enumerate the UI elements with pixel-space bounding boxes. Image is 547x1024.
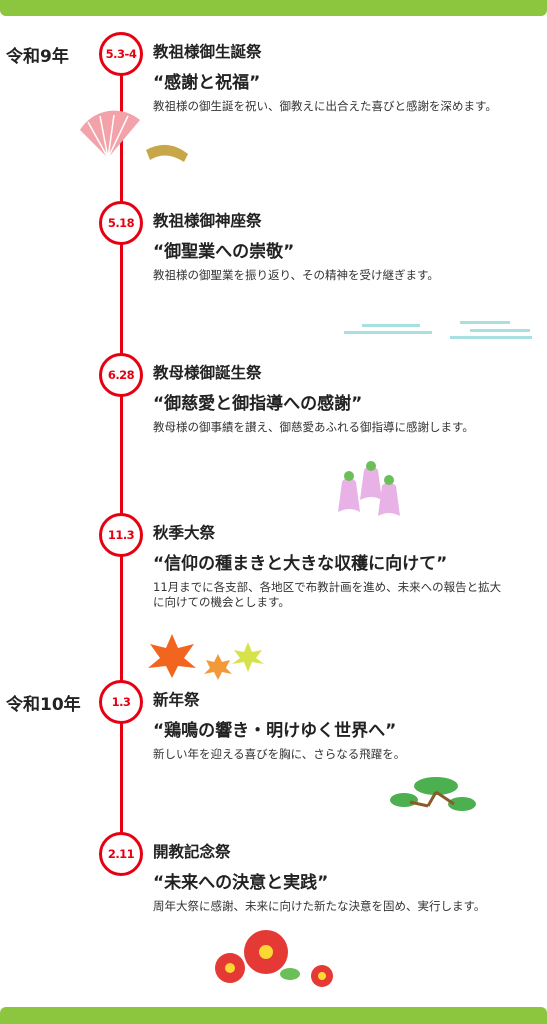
event-item: 教母様御誕生祭 “御慈愛と御指導への感謝” 教母様の御事績を讃え、御慈愛あふれる… [153, 362, 533, 435]
event-description: 教祖様の御聖業を振り返り、その精神を受け継ぎます。 [153, 268, 439, 282]
maple-leaves-icon [148, 634, 264, 680]
pine-tree-icon [390, 777, 476, 811]
date-circle: 11.3 [99, 513, 143, 557]
event-title: 開教記念祭 [153, 843, 231, 861]
event-item: 秋季大祭 “信仰の種まきと大きな収穫に向けて” 11月までに各支部、各地区で布教… [153, 522, 533, 610]
event-title: 教祖様御神座祭 [153, 212, 262, 230]
event-title: 教祖様御生誕祭 [153, 43, 262, 61]
date-circle: 1.3 [99, 680, 143, 724]
year-label-r10: 令和10年 [6, 695, 81, 715]
event-subtitle: “御慈愛と御指導への感謝” [153, 394, 363, 414]
event-item: 教祖様御生誕祭 “感謝と祝福” 教祖様の御生誕を祝い、御教えに出合えた喜びと感謝… [153, 41, 533, 114]
date-circle: 5.3-4 [99, 32, 143, 76]
folding-fan-icon [80, 110, 188, 162]
event-description: 新しい年を迎える喜びを胸に、さらなる飛躍を。 [153, 747, 406, 761]
event-description: 11月までに各支部、各地区で布教計画を進め、未来への報告と拡大に向けての機会とし… [153, 580, 502, 609]
event-subtitle: “御聖業への崇敬” [153, 242, 295, 262]
event-title: 新年祭 [153, 691, 200, 709]
event-item: 新年祭 “鶏鳴の響き・明けゆく世界へ” 新しい年を迎える喜びを胸に、さらなる飛躍… [153, 689, 533, 762]
event-description: 教祖様の御生誕を祝い、御教えに出合えた喜びと感謝を深めます。 [153, 99, 497, 113]
event-item: 教祖様御神座祭 “御聖業への崇敬” 教祖様の御聖業を振り返り、その精神を受け継ぎ… [153, 210, 533, 283]
bottom-frame-bar [0, 1007, 547, 1024]
event-description: 周年大祭に感謝、未来に向けた新たな決意を固め、実行します。 [153, 899, 486, 913]
event-title: 秋季大祭 [153, 524, 216, 542]
event-subtitle: “未来への決意と実践” [153, 873, 329, 893]
bellflower-icon [338, 461, 400, 516]
event-title: 教母様御誕生祭 [153, 364, 262, 382]
camellia-flower-icon [215, 930, 333, 987]
event-description: 教母様の御事績を讃え、御慈愛あふれる御指導に感謝します。 [153, 420, 474, 434]
event-item: 開教記念祭 “未来への決意と実践” 周年大祭に感謝、未来に向けた新たな決意を固め… [153, 841, 533, 914]
date-circle: 2.11 [99, 832, 143, 876]
year-label-r9: 令和9年 [6, 47, 69, 67]
date-circle: 5.18 [99, 201, 143, 245]
event-subtitle: “鶏鳴の響き・明けゆく世界へ” [153, 721, 397, 741]
event-subtitle: “信仰の種まきと大きな収穫に向けて” [153, 554, 448, 574]
top-frame-bar [0, 0, 547, 16]
timeline-line [120, 40, 123, 860]
mist-cloud-icon [344, 321, 532, 339]
event-subtitle: “感謝と祝福” [153, 73, 261, 93]
date-circle: 6.28 [99, 353, 143, 397]
